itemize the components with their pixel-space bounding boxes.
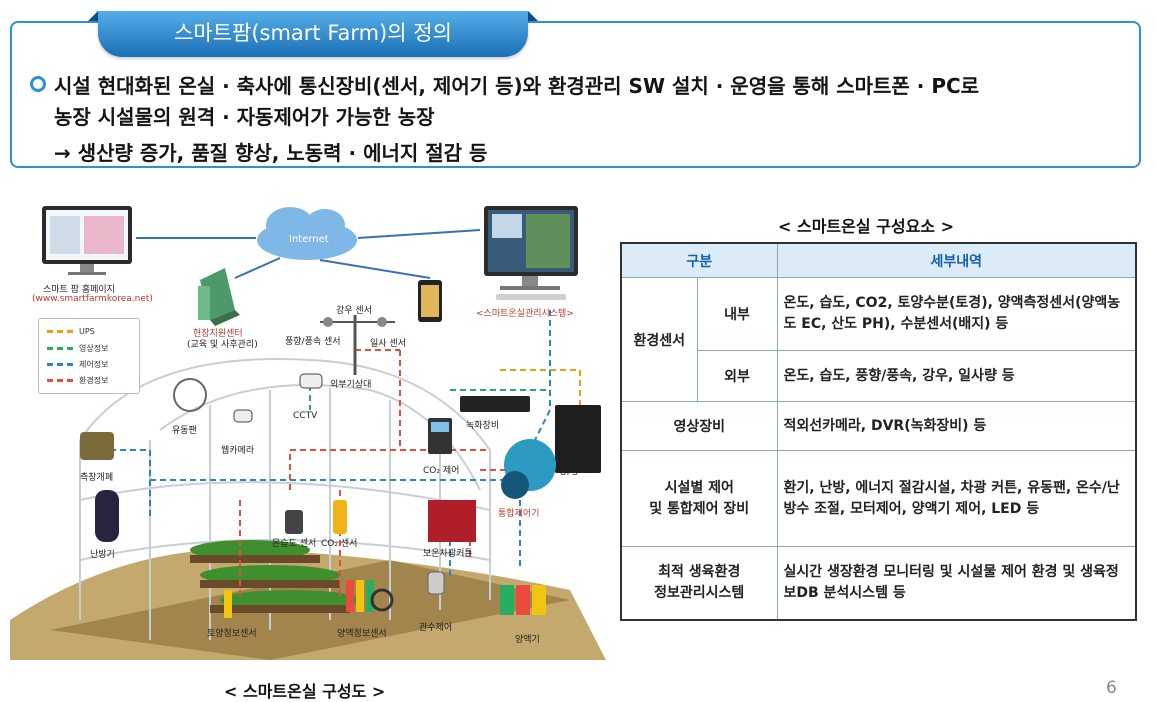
circle-bullet-icon (30, 76, 46, 92)
cell-video: 영상장비 (620, 401, 778, 451)
table-row: 영상장비 적외선카메라, DVR(녹화장비) 등 (620, 401, 1137, 451)
diagram-caption: < 스마트온실 구성도 > (224, 682, 386, 701)
legend-item-ups: UPS (47, 327, 95, 336)
nutrient-sensor-label: 양액정보센서 (337, 629, 387, 639)
wind-sensor-label: 풍향/풍속 센서 (285, 337, 341, 347)
cctv-label: CCTV (293, 411, 318, 421)
integrated-controller-label: 통합제어기 (498, 509, 540, 519)
table-header-row: 구분 세부내역 (620, 242, 1137, 278)
table-title: < 스마트온실 구성요소 > (778, 217, 955, 236)
homepage-url-label: (www.smartfarmkorea.net) (32, 294, 153, 304)
definition-line-3: → 생산량 증가, 품질 향상, 노동력 · 에너지 절감 등 (54, 141, 488, 165)
cell-optimal-env-detail: 실시간 생장환경 모니터링 및 시설물 제어 환경 및 생육정보DB 분석시스템… (776, 546, 1137, 620)
heater-label: 난방기 (90, 550, 115, 560)
dvr-label: 녹화장비 (466, 421, 500, 431)
table-row: 시설별 제어 및 통합제어 장비 환기, 난방, 에너지 절감시설, 차광 커튼… (620, 450, 1137, 547)
components-table: 구분 세부내역 환경센서 내부 온도, 습도, CO2, 토양수분(토경), 양… (620, 242, 1137, 621)
legend-item-control: 제어정보 (47, 359, 108, 370)
legend-swatch (47, 347, 73, 350)
cell-external: 외부 (696, 350, 778, 402)
thermal-curtain-label: 보온차광커튼 (423, 549, 473, 559)
cell-facility-control-detail: 환기, 난방, 에너지 절감시설, 차광 커튼, 유동팬, 온수/난방수 조절,… (776, 450, 1137, 547)
header-detail: 세부내역 (776, 242, 1137, 278)
legend-swatch (47, 379, 73, 382)
smart-greenhouse-diagram: UPS 영상정보 제어정보 환경정보 스마트 팜 홈페이지 (www.smart… (10, 200, 606, 660)
legend-item-video: 영상정보 (47, 343, 108, 354)
legend-swatch (47, 363, 73, 366)
legend-item-environment: 환경정보 (47, 375, 108, 386)
tab-fold-right (528, 11, 538, 21)
cell-env-sensor: 환경센서 (620, 277, 698, 402)
table-row: 환경센서 내부 온도, 습도, CO2, 토양수분(토경), 양액측정센서(양액… (620, 277, 1137, 402)
irrigation-label: 관수제어 (419, 623, 453, 633)
weather-station-label: 외부기상대 (330, 380, 372, 390)
web-camera-label: 웹카메라 (221, 446, 255, 456)
legend-label: UPS (79, 327, 95, 336)
cell-optimal-env: 최적 생육환경 정보관리시스템 (620, 546, 778, 620)
mgmt-system-label: <스마트온실관리시스템> (476, 309, 574, 319)
definition-tab-title: 스마트팜(smart Farm)의 정의 (98, 11, 528, 57)
co2-control-label: CO₂ 제어 (423, 466, 460, 476)
diagram-legend: UPS 영상정보 제어정보 환경정보 (38, 318, 140, 394)
rain-sensor-label: 강우 센서 (336, 306, 372, 316)
cell-video-detail: 적외선카메라, DVR(녹화장비) 등 (776, 401, 1137, 451)
fan-label: 유동팬 (172, 426, 197, 436)
legend-swatch (47, 330, 73, 333)
cell-external-detail: 온도, 습도, 풍향/풍속, 강우, 일사량 등 (776, 350, 1137, 402)
internet-label: Internet (289, 234, 329, 245)
legend-label: 제어정보 (79, 360, 109, 369)
soil-sensor-label: 토양정보센서 (207, 629, 257, 639)
table-row: 외부 온도, 습도, 풍향/풍속, 강우, 일사량 등 (621, 350, 1137, 402)
co2-sensor-label: CO₂ 센서 (321, 539, 358, 549)
support-center-label: 현장지원센터 (193, 329, 243, 339)
definition-line-1: 시설 현대화된 온실 · 축사에 통신장비(센서, 제어기 등)와 환경관리 S… (54, 74, 980, 98)
legend-label: 영상정보 (79, 344, 109, 353)
cell-internal-detail: 온도, 습도, CO2, 토양수분(토경), 양액측정센서(양액농도 EC, 산… (776, 277, 1137, 351)
nutrient-machine-label: 양액기 (515, 635, 540, 645)
table-row: 최적 생육환경 정보관리시스템 실시간 생장환경 모니터링 및 시설물 제어 환… (620, 546, 1137, 620)
page-number: 6 (1106, 678, 1117, 698)
sun-sensor-label: 일사 센서 (370, 339, 406, 349)
definition-line-2: 농장 시설물의 원격 · 자동제어가 가능한 농장 (54, 105, 435, 129)
header-category: 구분 (620, 242, 778, 278)
side-window-label: 측창개폐 (80, 473, 114, 483)
cell-facility-control: 시설별 제어 및 통합제어 장비 (620, 450, 778, 547)
tab-fold-left (88, 11, 98, 21)
homepage-label: 스마트 팜 홈페이지 (43, 285, 115, 295)
diagram-illustration (10, 206, 606, 660)
temp-humidity-sensor-label: 온습도 센서 (272, 539, 317, 549)
legend-label: 환경정보 (79, 376, 109, 385)
support-center-sub-label: (교육 및 사후관리) (187, 340, 258, 350)
ups-label: UPS (560, 468, 578, 478)
cell-internal: 내부 (696, 277, 778, 351)
